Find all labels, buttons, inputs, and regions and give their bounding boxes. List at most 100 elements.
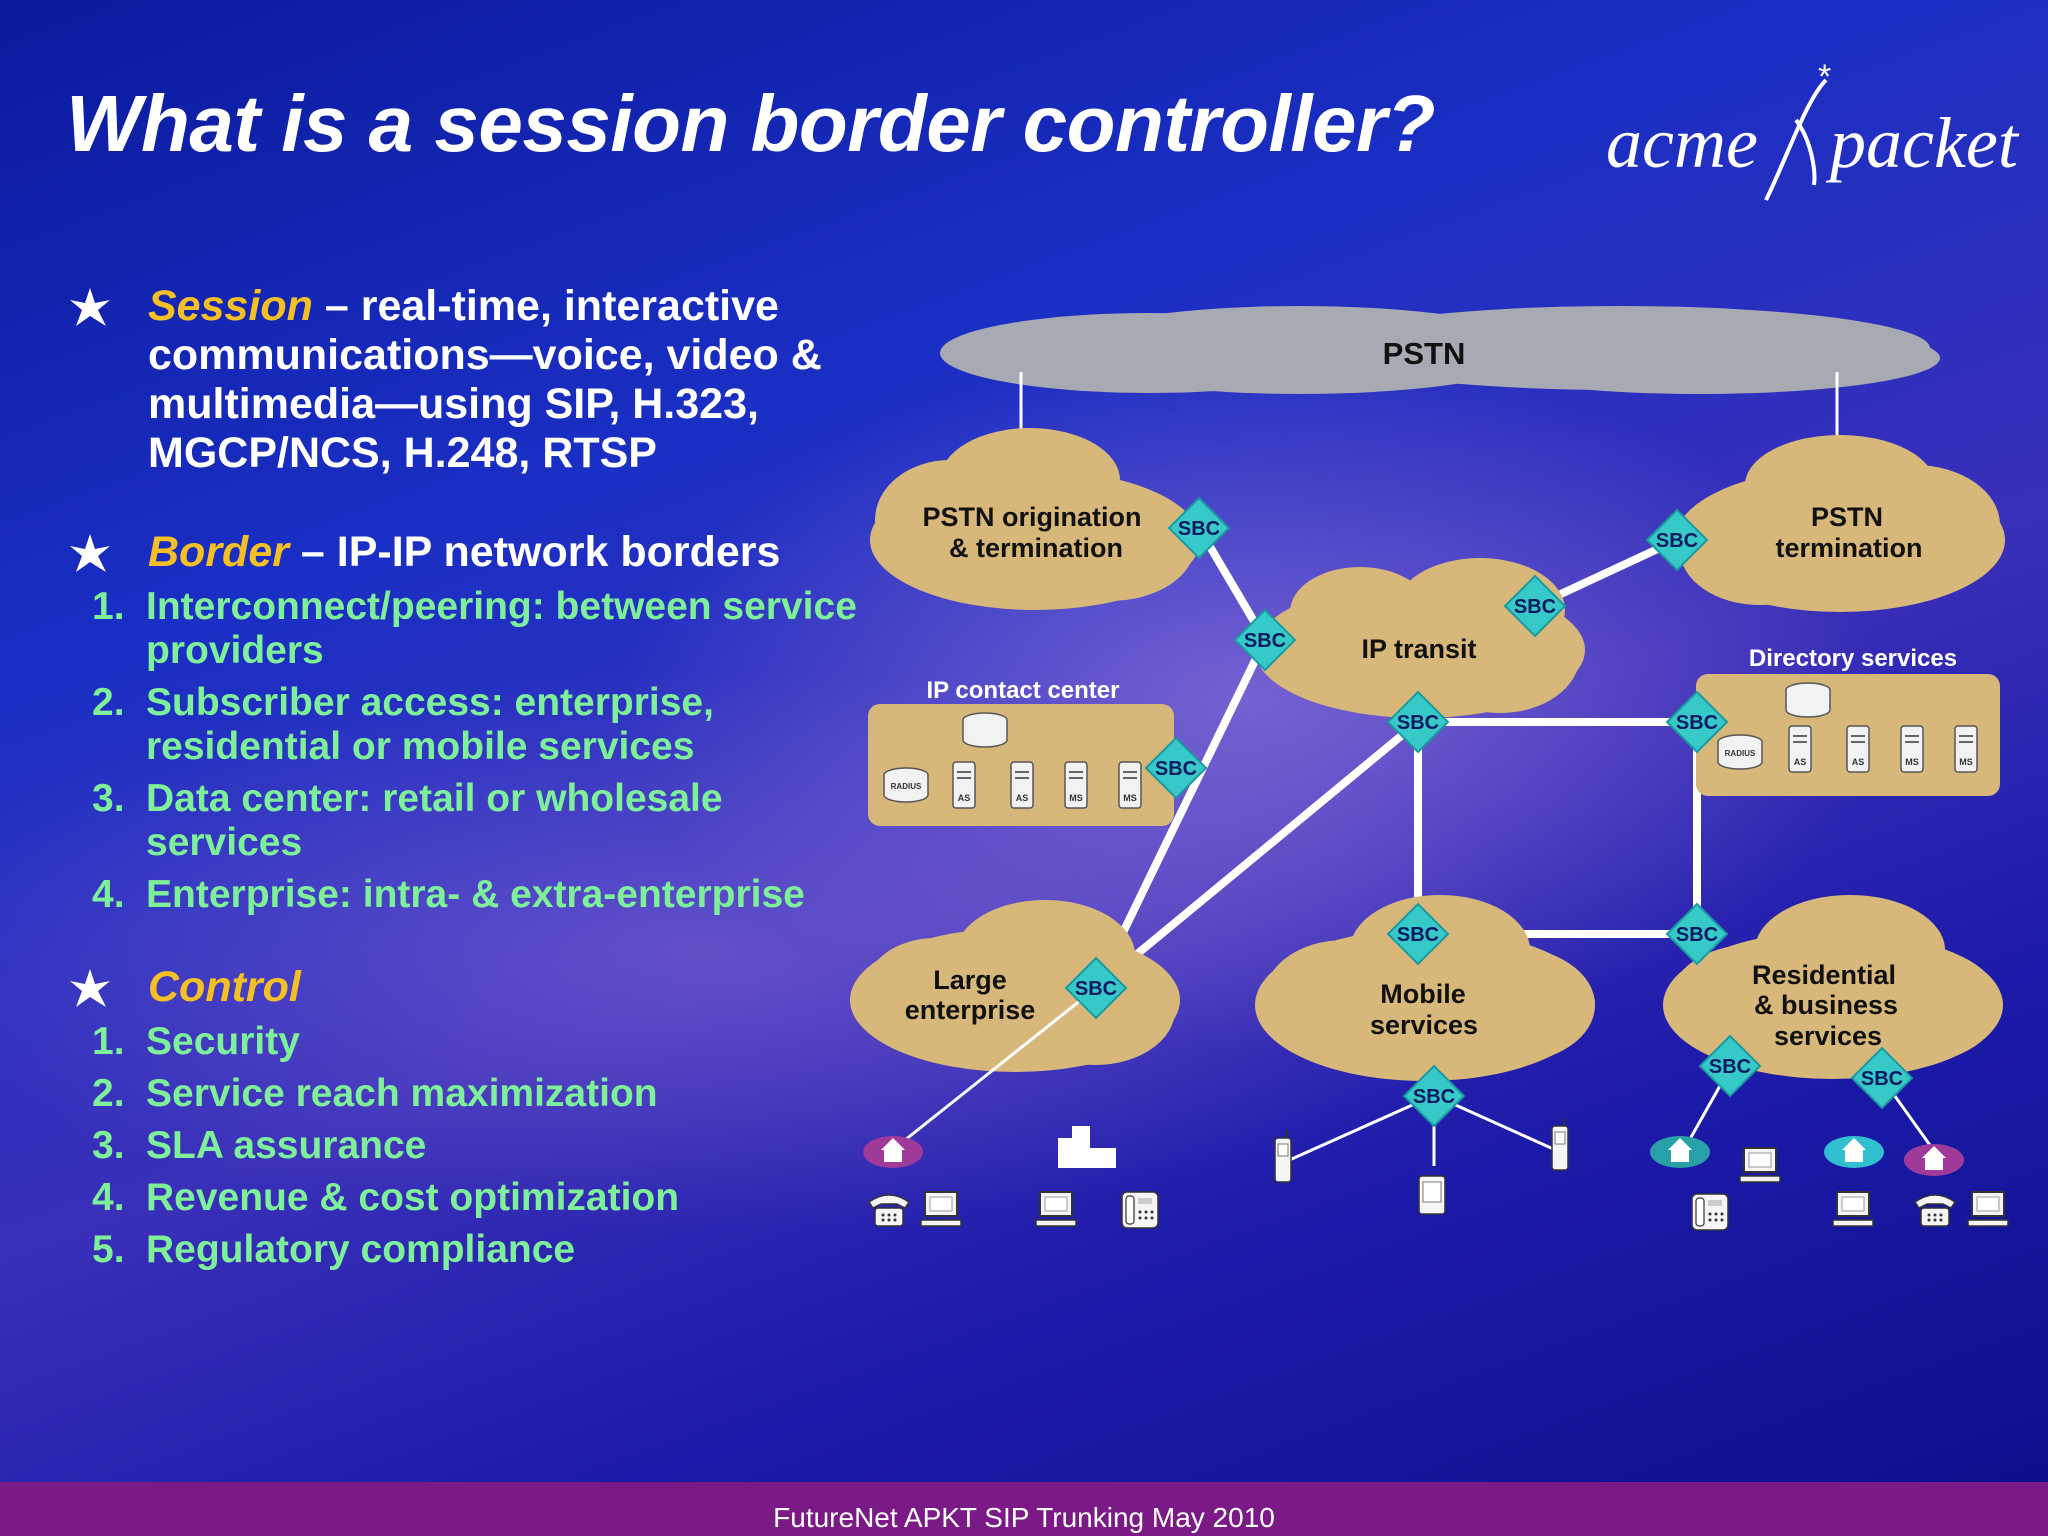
svg-text:SBC: SBC (1676, 712, 1718, 734)
residential-label-3: services (1774, 1021, 1882, 1051)
bullet-border: Border – IP-IP network borders (66, 528, 886, 577)
list-number: 1. (92, 1020, 125, 1063)
star-bullet-icon (70, 288, 110, 326)
svg-text:SBC: SBC (1075, 978, 1117, 1000)
cloud-pstn-origination (870, 428, 1200, 610)
list-item: 1. Security (66, 1020, 886, 1064)
svg-text:SBC: SBC (1709, 1056, 1751, 1078)
pda-icon (1418, 1175, 1446, 1215)
border-text: Border – IP-IP network borders (148, 528, 886, 577)
phone-icon (1914, 1194, 1956, 1227)
pstn-origination-label-1: PSTN origination (923, 502, 1142, 532)
house-icon (1824, 1136, 1884, 1168)
as-label: AS (1852, 757, 1865, 767)
list-item: 3. SLA assurance (66, 1124, 886, 1168)
ip-transit-label: IP transit (1361, 634, 1476, 664)
svg-text:SBC: SBC (1178, 518, 1220, 540)
list-text: Security (146, 1020, 300, 1063)
computer-icon (1832, 1191, 1874, 1227)
list-number: 2. (92, 1072, 125, 1115)
control-list: 1.Security 2.Service reach maximization … (66, 1020, 886, 1272)
session-text: Session – real-time, interactive communi… (148, 282, 886, 478)
sbc-node: SBC (1699, 1035, 1761, 1097)
list-number: 2. (92, 681, 125, 724)
mobile-services-label-1: Mobile (1380, 979, 1466, 1009)
pstn-termination-label-2: termination (1775, 533, 1922, 563)
directory-services-label: Directory services (1749, 645, 1957, 672)
list-item: 1.Interconnect/peering: between service … (66, 585, 886, 673)
bullet-list: Session – real-time, interactive communi… (66, 282, 886, 1280)
slide-title: What is a session border controller? (66, 79, 1435, 168)
list-text: Enterprise: intra- & extra-enterprise (146, 873, 805, 916)
residential-label-1: Residential (1752, 960, 1896, 990)
large-enterprise-label-2: enterprise (905, 995, 1036, 1025)
mobile-phone-icon (1274, 1129, 1292, 1183)
office-building-icon (1058, 1126, 1116, 1168)
sbc-node: SBC (1387, 903, 1449, 965)
border-desc: – IP-IP network borders (288, 528, 781, 576)
ms-label: MS (1959, 757, 1973, 767)
footer-text: FutureNet APKT SIP Trunking May 2010 (773, 1502, 1275, 1533)
list-text: Interconnect/peering: between service pr… (146, 585, 857, 672)
desk-phone-icon (1121, 1191, 1159, 1229)
list-item: 4. Enterprise: intra- & extra-enterprise (66, 873, 886, 917)
logo-swoosh-icon: * (1764, 60, 1831, 201)
computer-icon (920, 1191, 962, 1227)
acme-packet-logo: acme * packet (1598, 60, 2018, 220)
cloud-pstn-termination (1675, 435, 2005, 612)
star-bullet-icon (70, 969, 110, 1007)
sbc-node: SBC (1504, 575, 1566, 637)
star-bullet-icon (70, 534, 110, 572)
sbc-node: SBC (1387, 691, 1449, 753)
svg-text:SBC: SBC (1861, 1068, 1903, 1090)
as-label: AS (1794, 757, 1807, 767)
list-item: 2.Subscriber access: enterprise, residen… (66, 681, 886, 769)
list-number: 3. (92, 1124, 125, 1167)
sbc-node: SBC (1065, 957, 1127, 1019)
pstn-origination-label-2: & termination (949, 533, 1123, 563)
sbc-node: SBC (1666, 903, 1728, 965)
bullet-session: Session – real-time, interactive communi… (66, 282, 886, 478)
cloud-mobile-services (1255, 895, 1595, 1081)
control-text: Control (148, 963, 886, 1012)
residential-endpoints (1650, 1136, 2009, 1231)
list-item: 4.Revenue & cost optimization (66, 1176, 886, 1220)
ms-label: MS (1123, 793, 1137, 803)
radius-label: RADIUS (891, 782, 922, 791)
computer-icon (1739, 1147, 1781, 1183)
house-icon (863, 1136, 923, 1168)
list-item: 5.Regulatory compliance (66, 1228, 886, 1272)
large-enterprise-endpoints (863, 1126, 1159, 1229)
svg-text:SBC: SBC (1397, 712, 1439, 734)
desk-phone-icon (1691, 1193, 1729, 1231)
as-label: AS (958, 793, 971, 803)
list-item: 2.Service reach maximization (66, 1072, 886, 1116)
mobile-services-label-2: services (1370, 1010, 1478, 1040)
sbc-node: SBC (1234, 609, 1296, 671)
list-text: Revenue & cost optimization (146, 1176, 680, 1219)
border-key: Border (148, 528, 289, 576)
sbc-nodes: SBC SBC SBC SBC SBC SBC SBC SBC SBC SBC … (1065, 497, 1913, 1127)
ms-label: MS (1905, 757, 1919, 767)
residential-label-2: & business (1754, 990, 1898, 1020)
list-text: SLA assurance (146, 1124, 427, 1167)
svg-text:SBC: SBC (1413, 1086, 1455, 1108)
sbc-node: SBC (1666, 691, 1728, 753)
pstn-label: PSTN (1383, 336, 1466, 371)
svg-text:SBC: SBC (1155, 758, 1197, 780)
directory-servers: RADIUS AS AS MS MS (1717, 682, 1978, 773)
list-item: 3.Data center: retail or wholesale servi… (66, 777, 886, 865)
sbc-node: SBC (1145, 737, 1207, 799)
cloud-residential (1663, 895, 2003, 1079)
list-number: 4. (92, 873, 125, 916)
mobile-endpoints (1274, 1117, 1569, 1215)
cloud-large-enterprise (850, 900, 1180, 1072)
list-number: 3. (92, 777, 125, 820)
sbc-node: SBC (1403, 1065, 1465, 1127)
svg-text:SBC: SBC (1676, 924, 1718, 946)
computer-icon (1967, 1191, 2009, 1227)
computer-icon (1035, 1191, 1077, 1227)
bullet-control: Control (66, 963, 886, 1012)
endpoint-links (904, 986, 1934, 1166)
session-key: Session (148, 282, 313, 330)
